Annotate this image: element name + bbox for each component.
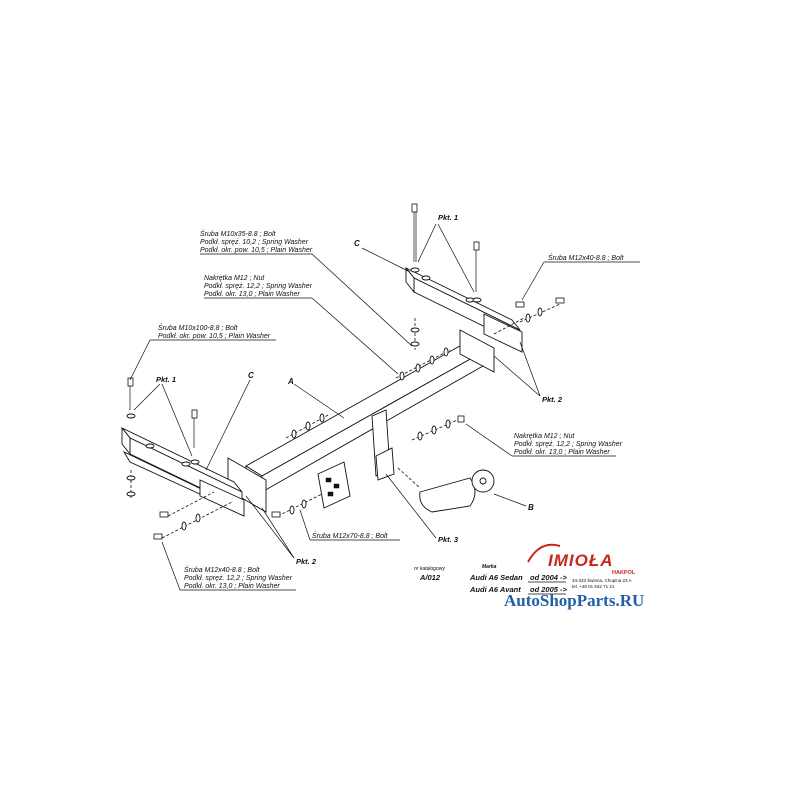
catalog-info: nr katalogowy A/012 Marka Audi A6 Sedan … [414,564,568,595]
part-c-left-label: C [248,371,254,380]
model-code: A/012 [419,573,441,582]
catalog-caption: nr katalogowy [414,566,445,572]
brand-name: IMIOŁA [548,551,614,570]
svg-text:Śruba M10x100-8.8 ; Bolt: Śruba M10x100-8.8 ; Bolt [158,323,238,332]
label-left-bolt: Śruba M10x100-8.8 ; Bolt Podkł. okr. pow… [158,323,271,340]
leader-lines [129,223,640,591]
fasteners [126,203,565,540]
svg-text:tel. +48 01 532 71 21: tel. +48 01 532 71 21 [572,584,615,589]
car-2-name: Audi A6 Avant [469,585,521,594]
part-a-label: A [287,377,294,386]
label-upper-left-nut: Nakrętka M12 ; Nut Podkł. spręż. 12,2 ; … [204,275,313,298]
label-upper-left-bolt: Śruba M10x35-8.8 ; Bolt Podkł. spręż. 10… [200,229,313,254]
pkt2-right-label: Pkt. 2 [542,395,563,404]
label-bottom-left-bolt: Śruba M12x40-8.8 ; Bolt Podkł. spręż. 12… [184,565,293,590]
svg-text:Śruba M12x40-8.8 ; Bolt: Śruba M12x40-8.8 ; Bolt [184,565,261,574]
svg-text:Podkł. okr. pow. 10,5 ; Plain: Podkł. okr. pow. 10,5 ; Plain Washer [200,247,313,254]
left-side-bracket [121,426,245,517]
svg-text:Podkł. spręż. 12,2 ; Spring Wa: Podkł. spręż. 12,2 ; Spring Washer [204,283,313,290]
svg-text:Śruba M10x35-8.8 ; Bolt: Śruba M10x35-8.8 ; Bolt [200,229,277,238]
label-bottom-bolt-m12x70: Śruba M12x70-8.8 ; Bolt [312,531,389,540]
svg-text:Podkł. spręż. 12,2 ; Spring Wa: Podkł. spręż. 12,2 ; Spring Washer [184,575,293,582]
svg-text:Podkł. okr. 13,0 ; Plain Washe: Podkł. okr. 13,0 ; Plain Washer [204,291,300,298]
pkt3-label: Pkt. 3 [438,535,459,544]
label-right-nut: Nakrętka M12 ; Nut Podkł. spręż. 12,2 ; … [514,433,623,456]
svg-text:Nakrętka M12 ; Nut: Nakrętka M12 ; Nut [204,275,265,282]
car-2-from: od 2005 -> [530,585,568,594]
brand-sub: HAKPOL [612,570,636,576]
tow-hook-assembly [317,409,495,513]
marka-header: Marka [482,564,497,570]
svg-text:Śruba M12x40-8.8 ; Bolt: Śruba M12x40-8.8 ; Bolt [548,253,625,262]
car-1-from: od 2004 -> [530,573,568,582]
part-c-top-label: C [354,239,360,248]
svg-text:34-333 Świnna, Chopina 23 A: 34-333 Świnna, Chopina 23 A [572,576,632,583]
pkt2-bottom-label: Pkt. 2 [296,557,317,566]
watermark-text: AutoShopParts.RU [504,591,644,610]
right-side-bracket [405,266,523,353]
svg-text:Podkł. spręż. 12,2 ; Spring Wa: Podkł. spręż. 12,2 ; Spring Washer [514,441,623,448]
imiola-logo: IMIOŁA HAKPOL 34-333 Świnna, Chopina 23 … [527,543,636,589]
label-upper-right-bolt: Śruba M12x40-8.8 ; Bolt [548,253,625,262]
svg-text:Śruba M12x70-8.8 ; Bolt: Śruba M12x70-8.8 ; Bolt [312,531,389,540]
svg-text:Podkł. okr. pow. 10,5 ; Plain: Podkł. okr. pow. 10,5 ; Plain Washer [158,333,271,340]
svg-text:Podkł. okr. 13,0 ; Plain Washe: Podkł. okr. 13,0 ; Plain Washer [514,449,610,456]
svg-text:Nakrętka M12 ; Nut: Nakrętka M12 ; Nut [514,433,575,440]
svg-text:Podkł. okr. 13,0 ; Plain Washe: Podkł. okr. 13,0 ; Plain Washer [184,583,280,590]
pkt1-top-label: Pkt. 1 [438,213,458,222]
part-b-label: B [528,503,534,512]
car-1-name: Audi A6 Sedan [469,573,523,582]
pkt1-left-label: Pkt. 1 [156,375,176,384]
svg-text:Podkł. spręż. 10,2 ; Spring Wa: Podkł. spręż. 10,2 ; Spring Washer [200,239,309,246]
